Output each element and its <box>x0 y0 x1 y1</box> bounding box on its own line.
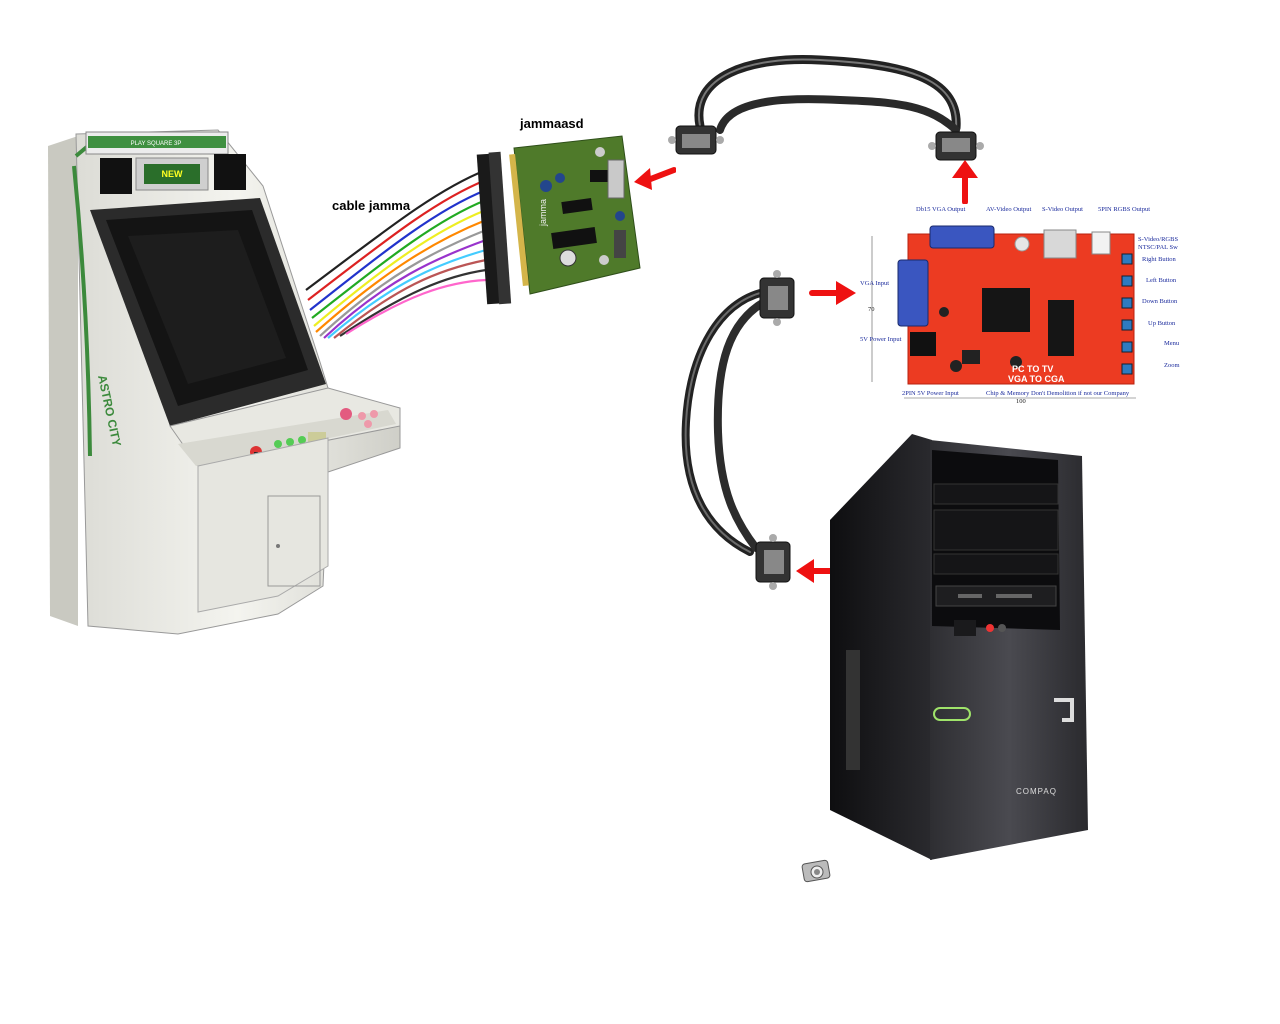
label-s-video-output: S-Video Output <box>1042 206 1083 213</box>
camera-icon <box>801 859 831 883</box>
label-height-dim: 70 <box>868 306 875 313</box>
jamma-cable-label: cable jamma <box>332 198 411 213</box>
label-av-video-output: AV-Video Output <box>986 206 1032 213</box>
arrow-to-jamma-board <box>634 167 676 190</box>
converter-silk-line2: VGA TO CGA <box>1008 374 1065 384</box>
pc-tower: COMPAQ <box>830 434 1088 860</box>
label-ntsc-pal-sw: NTSC/PAL Sw <box>1138 244 1178 251</box>
jamma-board-label: jammaasd <box>520 116 584 131</box>
vga-plug-left <box>668 125 724 155</box>
arcade-cabinet: PLAY SQUARE 3P NEW ASTRO CITY <box>48 129 401 635</box>
label-right-button: Right Button <box>1142 256 1176 263</box>
label-2pin-5v-power-input: 2PIN 5V Power Input <box>902 390 959 397</box>
vga-cga-converter: PC TO TV VGA TO CGA Db15 VGA Output AV-V… <box>858 200 1188 410</box>
label-width-dim: 100 <box>1016 398 1026 405</box>
label-chip-note: Chip & Memory Don't Demolition if not ou… <box>986 390 1130 397</box>
arrow-to-vga-input <box>809 281 856 305</box>
vga-cable-top <box>668 55 984 161</box>
vga-plug-upper <box>759 270 795 326</box>
label-5v-power-input: 5V Power Input <box>860 336 902 343</box>
vga-plug-right <box>928 131 984 161</box>
marquee-mid-text: NEW <box>162 169 184 179</box>
label-db15-vga-output: Db15 VGA Output <box>916 206 966 213</box>
label-vga-input: VGA Input <box>860 280 890 287</box>
vga-plug-lower <box>755 534 791 590</box>
label-menu: Menu <box>1164 340 1180 347</box>
arrow-to-pc <box>796 559 833 583</box>
label-zoom: Zoom <box>1164 362 1180 369</box>
vga-cable-lower <box>681 270 795 590</box>
pc-brand-text: COMPAQ <box>1016 787 1057 796</box>
marquee-top-text: PLAY SQUARE 3P <box>131 141 182 147</box>
converter-silk-line1: PC TO TV <box>1012 364 1053 374</box>
jamma-board-brand: jamma <box>538 199 548 227</box>
label-s-video-rgbs: S-Video/RGBS <box>1138 236 1179 243</box>
arrow-to-top-plug <box>952 160 978 204</box>
label-5pin-rgbs-output: 5PIN RGBS Output <box>1098 206 1151 213</box>
jamma-cable <box>305 151 512 339</box>
label-left-button: Left Button <box>1146 277 1177 284</box>
jamma-adapter-board: jamma <box>509 135 641 295</box>
label-up-button: Up Button <box>1148 320 1176 327</box>
label-down-button: Down Button <box>1142 298 1178 305</box>
